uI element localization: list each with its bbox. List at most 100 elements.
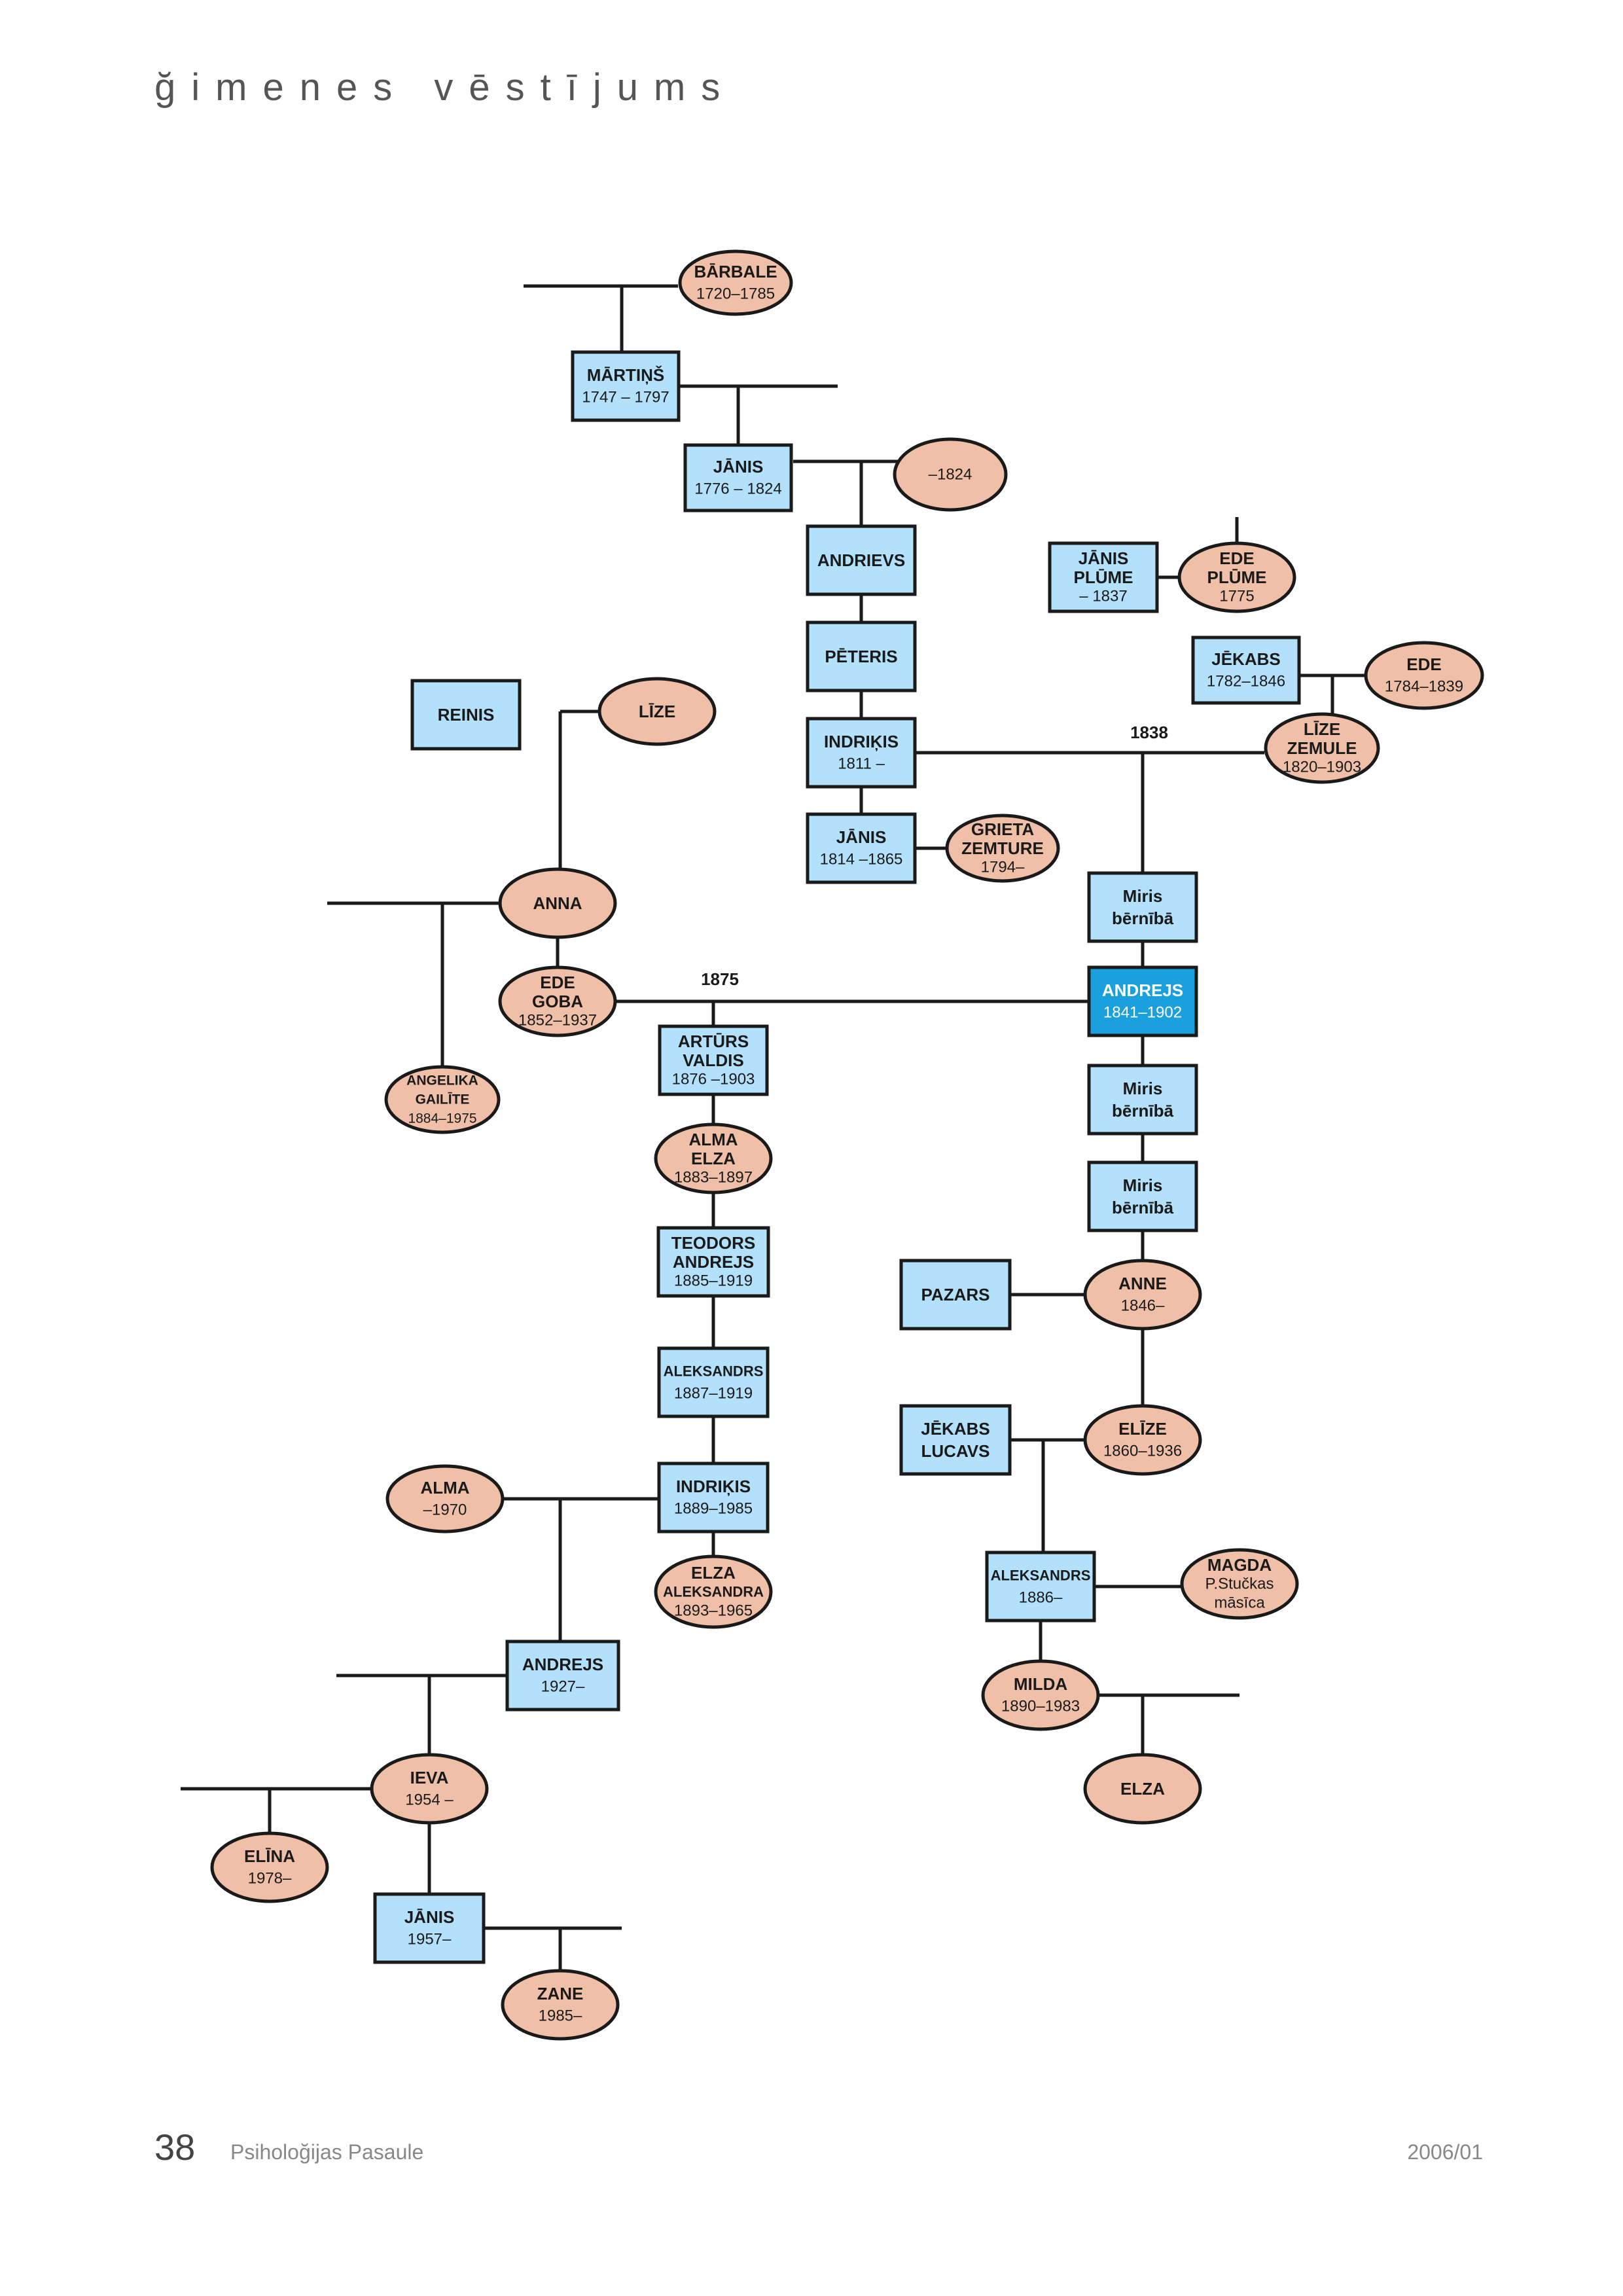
person-text: 1776 – 1824: [694, 480, 781, 498]
person-box: [1087, 1064, 1198, 1136]
person-text: ZANE: [537, 1984, 584, 2003]
person-text: 1860–1936: [1103, 1443, 1182, 1460]
person-box: [899, 1259, 1012, 1331]
person-ellipse: [654, 1554, 773, 1629]
person-box: [806, 717, 917, 789]
person-text: ELZA: [691, 1149, 736, 1168]
person-text: JĀNIS: [836, 827, 887, 847]
person-ellipse: [981, 1659, 1100, 1731]
person-node-elina: ELĪNA 1978–: [210, 1831, 329, 1903]
person-text: ALEKSANDRS: [664, 1363, 764, 1380]
person-text: LĪZE: [1304, 719, 1340, 739]
person-ellipse: [370, 1753, 489, 1825]
person-ellipse: [945, 814, 1060, 883]
person-text: ANDREJS: [522, 1655, 603, 1674]
person-ellipse: [498, 965, 617, 1037]
person-box: [373, 1892, 486, 1964]
person-text: EDE: [540, 973, 575, 992]
person-text: 1893–1965: [674, 1602, 753, 1620]
person-text: ELĪZE: [1118, 1419, 1167, 1439]
person-text: 1927–: [541, 1678, 585, 1696]
person-node-alma: ALMA–1970: [385, 1464, 505, 1534]
person-node-elza: ELZA: [1083, 1753, 1202, 1825]
person-node-anna: ANNA: [498, 867, 617, 939]
person-text: JĀNIS: [404, 1907, 455, 1927]
person-ellipse: [1264, 712, 1380, 784]
person-text: ELĪNA: [244, 1846, 295, 1866]
person-text: 1720–1785: [696, 285, 775, 303]
person-text: GAILĪTE: [416, 1092, 470, 1107]
person-text: 1886–: [1019, 1589, 1063, 1607]
person-text: PLŪME: [1074, 567, 1133, 587]
person-text: ZEMTURE: [961, 838, 1044, 858]
person-text: ANDREJS: [673, 1252, 754, 1272]
person-text: P.Stučkas: [1205, 1575, 1274, 1593]
person-text: ALMA: [688, 1130, 738, 1149]
person-node-ede2: EDE 1784–1839: [1364, 641, 1484, 710]
person-ellipse: [893, 437, 1008, 512]
person-box: [657, 1346, 770, 1418]
person-text: PAZARS: [921, 1285, 990, 1304]
person-text: LĪZE: [639, 702, 675, 721]
person-text: 1784–1839: [1385, 678, 1463, 696]
person-text: MILDA: [1014, 1674, 1068, 1694]
person-box: [1087, 1160, 1198, 1232]
person-text: 1852–1937: [518, 1012, 597, 1030]
person-node-wife1824: –1824: [893, 437, 1008, 512]
person-text: ANNA: [533, 893, 582, 913]
person-text: 1883–1897: [674, 1169, 753, 1187]
person-text: 1876 –1903: [672, 1071, 755, 1088]
person-text: māsīca: [1214, 1594, 1265, 1612]
person-text: ALEKSANDRS: [991, 1568, 1091, 1584]
person-box: [505, 1640, 620, 1712]
person-box: [656, 1226, 770, 1298]
person-node-elize: ELĪZE 1860–1936: [1083, 1404, 1202, 1476]
person-text: ALEKSANDRA: [663, 1584, 764, 1600]
person-ellipse: [498, 867, 617, 939]
person-box: [806, 524, 917, 596]
marriage-year-1838: 1838: [1130, 723, 1168, 742]
person-ellipse: [1083, 1259, 1202, 1331]
person-box: [410, 679, 522, 751]
person-text: 1846–: [1121, 1297, 1165, 1315]
person-text: JĀNIS: [713, 457, 764, 476]
person-text: ELZA: [1120, 1779, 1165, 1799]
publication-name: Psiholoğijas Pasaule: [230, 2140, 424, 2164]
person-box: [657, 1462, 770, 1534]
person-text: bērnībā: [1112, 908, 1173, 928]
person-node-aleksandrs2: ALEKSANDRS 1886–: [985, 1551, 1096, 1623]
person-text: ALMA: [420, 1478, 469, 1498]
person-text: 1890–1983: [1001, 1698, 1080, 1715]
person-text: ZEMULE: [1287, 738, 1357, 758]
person-text: EDE: [1406, 655, 1441, 674]
person-box: [806, 812, 917, 884]
person-text: LUCAVS: [921, 1441, 990, 1461]
person-text: 1887–1919: [674, 1385, 753, 1403]
person-text: GOBA: [532, 992, 583, 1011]
person-box: [1087, 965, 1198, 1037]
person-text: MĀRTIŅŠ: [587, 365, 664, 385]
person-text: Miris: [1123, 1175, 1163, 1195]
person-text: TEODORS: [671, 1233, 756, 1253]
person-box: [806, 620, 917, 692]
person-text: ANGELIKA: [406, 1073, 478, 1088]
tree-connector-lines: [181, 284, 1366, 1971]
person-text: ELZA: [691, 1563, 736, 1583]
page-header-title: ğimenes vēstījums: [154, 66, 736, 109]
person-text: ARTŪRS: [678, 1031, 749, 1051]
person-ellipse: [210, 1831, 329, 1903]
person-text: 1978–: [248, 1870, 292, 1888]
